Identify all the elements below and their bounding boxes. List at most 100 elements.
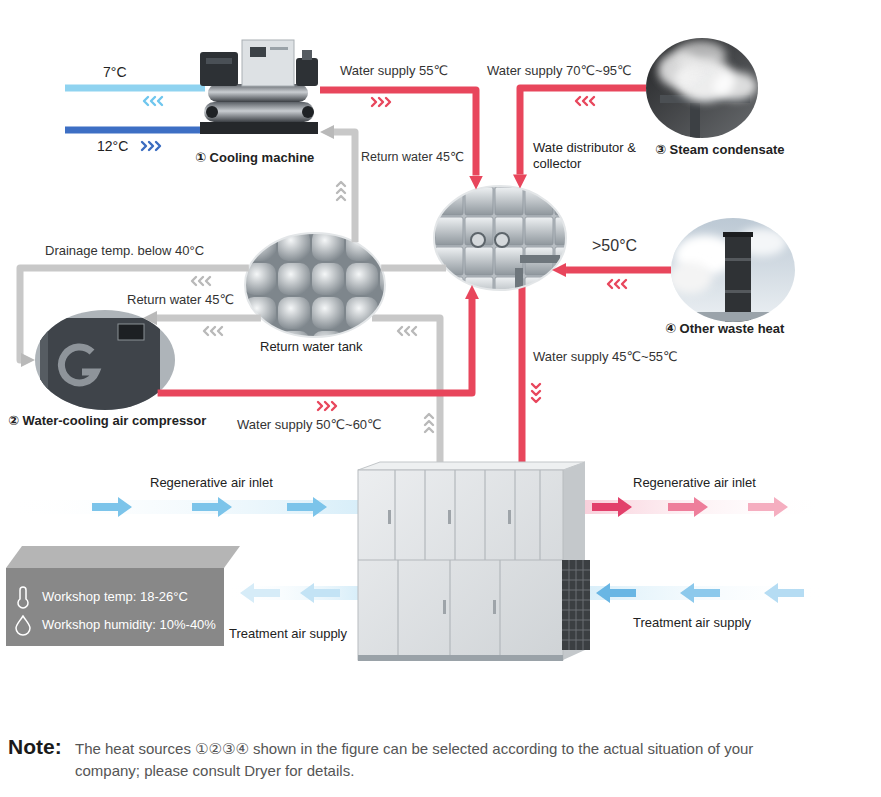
- compressor-picture: ② Water-cooling air compressor: [35, 310, 175, 410]
- air-flow-arrow: [240, 583, 280, 603]
- dehumidifier-illustration: [358, 462, 590, 661]
- chimney-photo: [725, 290, 751, 293]
- distributor-photo: [434, 186, 566, 290]
- distributor-photo: [471, 233, 485, 247]
- dehumidifier-illustration: [358, 470, 563, 660]
- flow-chevron: [372, 98, 390, 106]
- flow-chevron: [144, 97, 162, 105]
- chiller-illustration: [242, 40, 294, 86]
- return-water-tank: Return water tank: [245, 233, 385, 337]
- chiller-illustration: [302, 106, 314, 118]
- chimney-photo: [725, 258, 751, 261]
- air-flow-arrow: [287, 497, 327, 517]
- dehumidifier-illustration: [358, 462, 585, 470]
- air-flow-arrow: [592, 497, 632, 517]
- heat-source-picture: ④ Other waste heat: [671, 218, 795, 322]
- flow-chevron: [204, 327, 222, 335]
- air-flow-label: Treatment air supply: [229, 626, 347, 642]
- air-flow-arrow: [668, 497, 708, 517]
- chimney-photo: [668, 262, 712, 294]
- node-label: ④ Other waste heat: [665, 321, 784, 337]
- water-pipe: [566, 267, 671, 274]
- node-label: Wate distributor & collector: [533, 140, 651, 172]
- flow-chevron: [425, 414, 433, 432]
- dehumidifier-illustration: [358, 655, 563, 661]
- dehumidifier-illustration: [358, 470, 563, 660]
- water-pipe: [381, 265, 446, 272]
- air-flow-arrow: [192, 497, 232, 517]
- workshop-box: Workshop temp: 18-26°CWorkshop humidity:…: [6, 568, 224, 646]
- distributor-photo: [515, 268, 523, 298]
- air-flow-arrow: [764, 583, 804, 603]
- chiller-illustration: [270, 47, 288, 50]
- node-label: ① Cooling machine: [195, 150, 314, 166]
- steam-photo: [713, 72, 757, 100]
- dehumidifier-illustration: [508, 510, 511, 524]
- workshop-block: [6, 546, 240, 646]
- water-pipe: [158, 299, 472, 393]
- distributor-photo: [434, 186, 566, 290]
- dehumidifier-illustration: [443, 600, 446, 614]
- distributor-photo: [495, 233, 509, 247]
- chiller-illustration: [200, 52, 238, 86]
- pipe-label: Return water 45℃: [361, 150, 464, 166]
- flow-chevron: [318, 402, 336, 410]
- air-flow-arrow: [680, 583, 720, 603]
- pipe-label: Water supply 55℃: [340, 63, 448, 79]
- flow-chevron: [142, 142, 160, 150]
- distributor-photo: [434, 186, 566, 298]
- chimney-photo: [665, 212, 801, 332]
- air-flow-label: Regenerative air inlet: [150, 475, 273, 491]
- node-label: ② Water-cooling air compressor: [8, 413, 206, 429]
- chilled-water-pipe: [65, 127, 205, 134]
- chiller-illustration: [296, 58, 318, 86]
- flow-chevron: [192, 277, 210, 285]
- chimney-photo: [723, 232, 753, 237]
- temperature-label: 7°C: [103, 64, 127, 80]
- compressor-photo: [61, 347, 96, 383]
- steam-photo: [640, 30, 765, 145]
- distributor-photo: [434, 186, 566, 290]
- node-label: Workshop humidity: 10%-40%: [42, 617, 216, 633]
- air-flow-arrow: [300, 583, 340, 603]
- workshop-block: [6, 568, 224, 646]
- flow-chevron: [337, 182, 345, 200]
- temperature-label: 12°C: [97, 138, 128, 154]
- chiller-illustration: [250, 47, 266, 57]
- chiller-illustration: [206, 106, 218, 118]
- tank-photo: [245, 233, 385, 337]
- distributor-photo: [520, 255, 560, 263]
- tank-photo: [245, 233, 385, 337]
- steam-photo: [640, 30, 765, 145]
- water-pipe: [519, 280, 526, 468]
- tank-photo: [245, 233, 385, 337]
- tank-photo: [245, 233, 385, 337]
- flow-chevron: [608, 280, 626, 288]
- chiller-illustration: [206, 58, 232, 64]
- compressor-photo: [40, 318, 160, 413]
- chiller-picture: ① Cooling machine: [195, 38, 320, 140]
- chiller-illustration: [200, 40, 318, 134]
- dehumidifier-illustration: [493, 600, 496, 614]
- note-heading: Note:: [8, 734, 62, 760]
- dehumidifier-illustration: [562, 560, 590, 650]
- dehumidifier-illustration: [562, 560, 590, 650]
- dehumidifier-illustration: [448, 510, 451, 524]
- pipe-label: Water supply 50℃~60℃: [237, 417, 382, 433]
- water-pipe: [372, 280, 522, 468]
- workshop-block: [18, 587, 28, 608]
- node-label: Return water tank: [260, 339, 363, 355]
- note-text: The heat sources ①②③④ shown in the figur…: [75, 738, 800, 782]
- workshop-block: [16, 616, 30, 635]
- chilled-water-pipe: [65, 88, 205, 130]
- air-flow-arrow: [92, 497, 132, 517]
- flow-chevron: [576, 97, 594, 105]
- pipe-label: Drainage temp. below 40°C: [45, 243, 204, 259]
- compressor-photo: [118, 324, 144, 340]
- chiller-illustration: [302, 50, 312, 60]
- air-flow-label: Regenerative air inlet: [633, 475, 756, 491]
